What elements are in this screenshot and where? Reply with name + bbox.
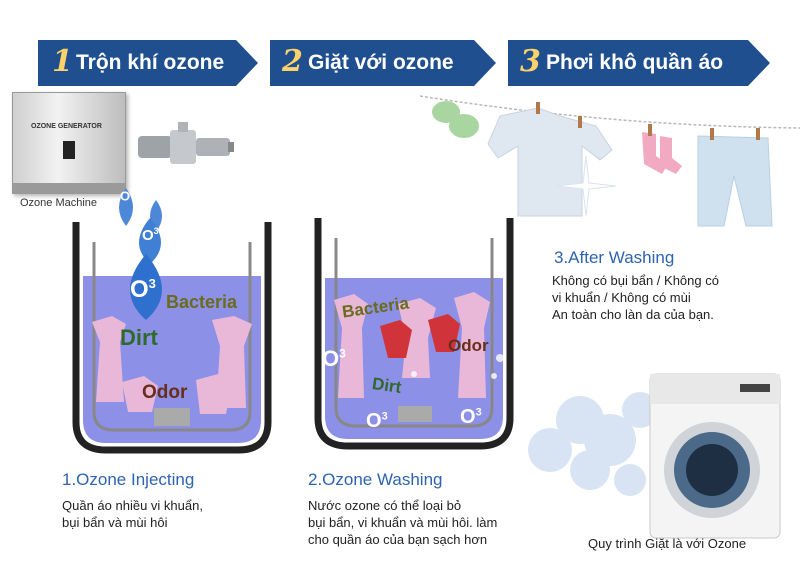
- tub2-dirt-label: Dirt: [370, 374, 403, 397]
- caption-line: vi khuẩn / Không có mùi: [552, 290, 691, 305]
- ozone-symbol: O3: [142, 226, 159, 244]
- caption-line: bụi bẩn, vi khuẩn và mùi hôi. làm: [308, 515, 498, 530]
- ozone-symbol: O3: [130, 276, 156, 304]
- step-banner-3: 3 Phơi khô quần áo: [508, 40, 770, 86]
- step-banner-1: 1 Trộn khí ozone: [38, 40, 258, 86]
- pants-icon: [697, 135, 773, 227]
- socks-icon: [642, 132, 682, 174]
- step-banner-2: 2 Giặt với ozone: [270, 40, 496, 86]
- ozone-symbol: O3: [366, 410, 388, 433]
- ozone-drop-icon: [139, 218, 161, 264]
- step-number: 2: [282, 44, 303, 79]
- step2-caption-desc: Nước ozone có thể loại bỏ bụi bẩn, vi kh…: [308, 497, 497, 548]
- machine-display: [63, 141, 75, 159]
- ozone-symbol-base: O: [366, 410, 382, 432]
- ozone-machine: OZONE GENERATOR: [12, 92, 126, 194]
- ozone-symbol-base: O: [120, 188, 131, 204]
- step1-caption-desc: Quần áo nhiều vi khuẩn, bụi bẩn và mùi h…: [62, 497, 203, 531]
- wash-tub-2: [314, 218, 514, 450]
- caption-line: An toàn cho làn da của bạn.: [552, 307, 714, 322]
- ozone-symbol: O3: [322, 346, 346, 372]
- tub2-odor-label: Odor: [448, 336, 489, 355]
- caption-line: cho quần áo của bạn sạch hơn: [308, 532, 488, 547]
- tub1-bacteria-label: Bacteria: [166, 292, 238, 312]
- step-title: Trộn khí ozone: [76, 51, 225, 74]
- step3-caption-desc: Không có bụi bẩn / Không có vi khuẩn / K…: [552, 272, 719, 323]
- step3-caption-title: 3.After Washing: [554, 248, 675, 267]
- ozone-symbol-base: O: [322, 346, 340, 371]
- baby-shoes-icon: [432, 101, 479, 138]
- dirty-clothes-icon: [380, 314, 460, 358]
- banner-arrow-shape: [508, 40, 770, 86]
- ozone-symbol-sup: 3: [381, 410, 388, 423]
- washer-caption: Quy trình Giặt là với Ozone: [588, 536, 747, 551]
- ozone-symbol-sup: 3: [130, 188, 135, 197]
- tub1-odor-label: Odor: [142, 382, 188, 403]
- ozone-drop-icon: [130, 254, 162, 320]
- ozone-symbol: O3: [120, 188, 135, 203]
- ozone-symbol-sup: 3: [153, 226, 159, 236]
- ozone-symbol-sup: 3: [339, 346, 346, 361]
- ozone-nozzle-icon: [138, 122, 234, 164]
- step-title: Phơi khô quần áo: [546, 51, 724, 74]
- caption-line: Không có bụi bẩn / Không có: [552, 273, 719, 288]
- wash-tub-1: [72, 222, 272, 454]
- ozone-symbol-base: O: [142, 227, 154, 244]
- ozone-symbol-sup: 3: [475, 406, 482, 419]
- caption-line: Quần áo nhiều vi khuẩn,: [62, 498, 203, 513]
- ozone-symbol-base: O: [460, 406, 476, 428]
- washing-machine-icon: [528, 373, 781, 539]
- banner-arrow-shape: [270, 40, 496, 86]
- step-number: 3: [520, 44, 541, 79]
- caption-line: bụi bẩn và mùi hôi: [62, 515, 168, 530]
- machine-caption: Ozone Machine: [20, 197, 98, 209]
- step-number: 1: [52, 44, 73, 79]
- step-title: Giặt với ozone: [308, 51, 454, 74]
- sparkle-icon: [556, 156, 617, 217]
- caption-line: Nước ozone có thể loại bỏ: [308, 498, 462, 513]
- ozone-symbol-sup: 3: [148, 276, 156, 291]
- clothes-icon: [92, 316, 252, 414]
- step2-caption-title: 2.Ozone Washing: [308, 470, 443, 489]
- banner-arrow-shape: [38, 40, 258, 86]
- step1-caption-title: 1.Ozone Injecting: [62, 470, 195, 489]
- clothes-icon: [334, 292, 490, 398]
- machine-panel-label: OZONE GENERATOR: [31, 123, 102, 130]
- ozone-symbol: O3: [460, 406, 482, 429]
- tub1-dirt-label: Dirt: [120, 325, 158, 350]
- ozone-symbol-base: O: [130, 276, 149, 303]
- machine-base: [13, 183, 125, 193]
